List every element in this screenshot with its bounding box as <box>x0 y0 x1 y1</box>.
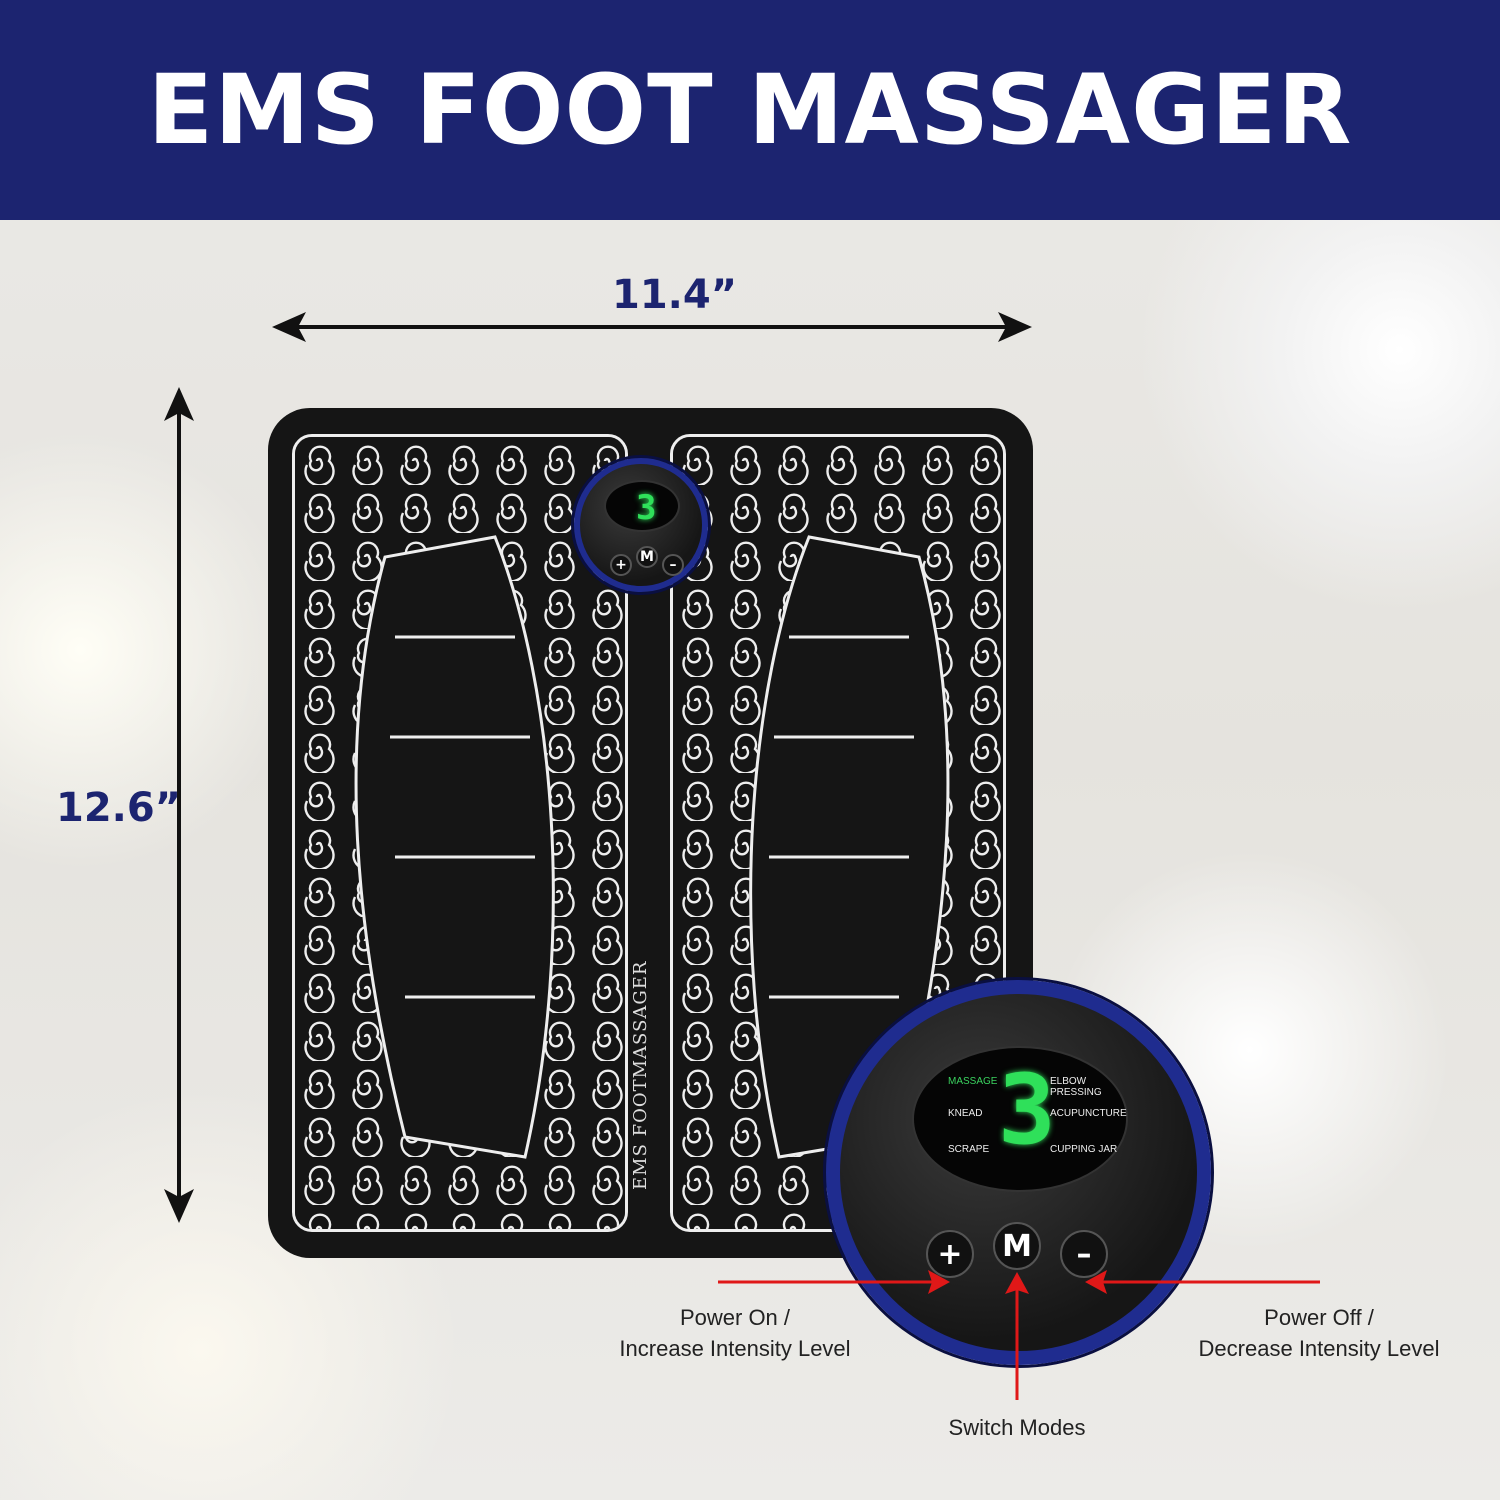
intensity-digit: 3 <box>998 1054 1056 1166</box>
plus-callout: Power On / Increase Intensity Level <box>580 1302 890 1364</box>
mat-mode-button[interactable]: M <box>636 546 658 568</box>
mode-massage: MASSAGE <box>948 1076 998 1087</box>
mode-elbow-pressing: ELBOW PRESSING <box>1050 1076 1102 1098</box>
mat-controller: 3 + M – <box>574 458 708 592</box>
mode-cupping-jar: CUPPING JAR <box>1050 1144 1118 1155</box>
mode-knead: KNEAD <box>948 1108 983 1119</box>
width-arrow <box>272 312 1032 342</box>
minus-callout: Power Off / Decrease Intensity Level <box>1160 1302 1478 1364</box>
minus-button[interactable]: – <box>1060 1230 1108 1278</box>
mat-printed-text: EMS FOOTMASSAGER <box>630 960 651 1190</box>
plus-callout-line1: Power On / <box>679 1305 791 1330</box>
page-title: EMS FOOT MASSAGER <box>147 54 1353 166</box>
plus-callout-line2: Increase Intensity Level <box>619 1336 851 1361</box>
mode-callout: Switch Modes <box>948 1415 1086 1440</box>
mat-minus-button[interactable]: – <box>662 554 684 576</box>
mat-lcd-digit: 3 <box>636 488 657 528</box>
left-foot-pad <box>292 434 628 1232</box>
height-label: 12.6” <box>56 785 181 831</box>
mode-scrape: SCRAPE <box>948 1144 990 1155</box>
mat-plus-button[interactable]: + <box>610 554 632 576</box>
height-arrow <box>164 387 194 1223</box>
lcd-display: MASSAGE KNEAD SCRAPE 3 ELBOW PRESSING AC… <box>912 1046 1128 1192</box>
mode-button[interactable]: M <box>993 1222 1041 1270</box>
minus-callout-line1: Power Off / <box>1264 1305 1374 1330</box>
width-label: 11.4” <box>612 272 737 318</box>
mat-lcd: 3 <box>604 480 680 532</box>
minus-callout-line2: Decrease Intensity Level <box>1198 1336 1440 1361</box>
plus-button[interactable]: + <box>926 1230 974 1278</box>
mode-acupuncture: ACUPUNCTURE <box>1050 1108 1127 1119</box>
header-banner: EMS FOOT MASSAGER <box>0 0 1500 220</box>
